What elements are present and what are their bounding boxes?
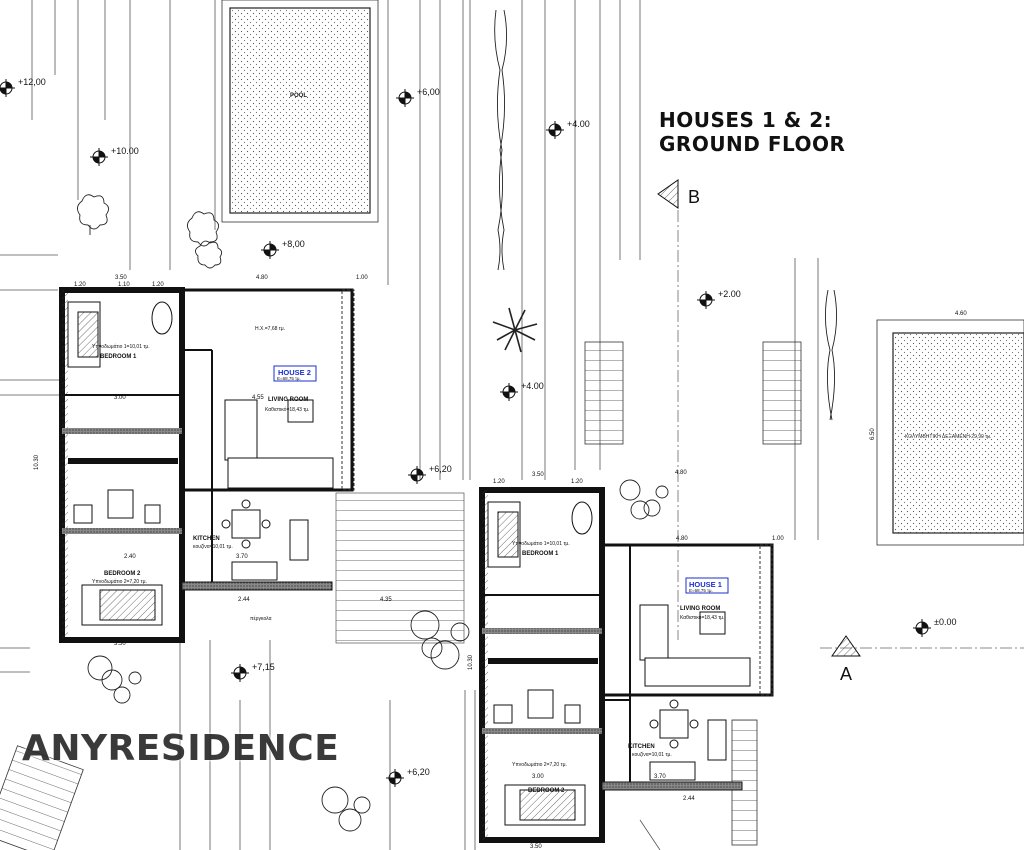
dim: 1.20 xyxy=(493,479,505,485)
dim: 4.35 xyxy=(380,597,392,603)
dim: 3.00 xyxy=(532,774,544,780)
dim: 2.44 xyxy=(683,796,695,802)
pool-label: POOL xyxy=(290,93,307,99)
dim: 1.20 xyxy=(571,479,583,485)
room-area-living: Καθιστικό=18,43 τμ. xyxy=(680,614,725,621)
room-area-living: Καθιστικό=18,43 τμ. xyxy=(265,406,310,413)
house-1-plan xyxy=(479,487,774,843)
dim: 3.50 xyxy=(115,275,127,281)
section-label-b: B xyxy=(688,187,700,207)
dim: 6.50 xyxy=(870,428,876,440)
dim: 1.00 xyxy=(356,275,368,281)
dim: 1.20 xyxy=(74,282,86,288)
level-label: +4.00 xyxy=(521,381,544,391)
level-marker: +4.00 xyxy=(500,381,544,401)
house-1-labels: HOUSE 1 E=68,75 τμ. BEDROOM 1 Υπνοδωμάτι… xyxy=(468,311,967,850)
room-area-hx: Η.Χ.=7,68 τμ. xyxy=(255,326,285,332)
dim: 1.10 xyxy=(118,282,130,288)
room-area-bedroom1: Υπνοδωμάτιο 1=10,01 τμ. xyxy=(92,343,150,350)
room-area-bedroom1: Υπνοδωμάτιο 1=10,01 τμ. xyxy=(512,540,570,547)
dim: 3.00 xyxy=(114,395,126,401)
level-marker: +12,00 xyxy=(0,77,46,97)
level-marker: +6,20 xyxy=(386,767,430,787)
level-marker: +2.00 xyxy=(697,289,741,309)
room-area-kitchen: κουζίνα=10,01 τμ. xyxy=(193,544,233,550)
house-2-badge: HOUSE 2 xyxy=(278,368,311,377)
dim: 2.44 xyxy=(238,597,250,603)
level-label: +2.00 xyxy=(718,289,741,299)
dim: 3.50 xyxy=(532,472,544,478)
room-area-bedroom2: Υπνοδωμάτιο 2=7,20 τμ. xyxy=(512,761,567,768)
level-marker: +6,00 xyxy=(396,87,440,107)
room-label-living: LIVING ROOM xyxy=(680,606,720,612)
section-marker-a: A xyxy=(831,635,861,684)
level-marker: +4.00 xyxy=(546,119,590,139)
house-1-area: E=68,75 τμ. xyxy=(689,588,713,593)
level-label: +4.00 xyxy=(567,119,590,129)
room-area-kitchen: κουζίνα=10,01 τμ. xyxy=(632,752,672,758)
room-label-bedroom1: BEDROOM 1 xyxy=(522,551,559,557)
drawing-title: HOUSES 1 & 2: GROUND FLOOR xyxy=(659,108,845,156)
dim: 3.70 xyxy=(236,554,248,560)
dim: 3.50 xyxy=(114,641,126,647)
title-line-2: GROUND FLOOR xyxy=(659,132,846,156)
level-label: +6,20 xyxy=(407,767,430,777)
dim: 1.00 xyxy=(772,536,784,542)
house-1-badge: HOUSE 1 xyxy=(689,580,722,589)
house-2-area: E=68,75 τμ. xyxy=(277,376,301,381)
stairs xyxy=(0,341,802,850)
watermark-logo: ANYRESIDENCE xyxy=(22,728,340,769)
dim: 3.70 xyxy=(654,774,666,780)
house-2-plan xyxy=(59,287,355,643)
section-label-a: A xyxy=(840,664,852,684)
level-label: +6,00 xyxy=(417,87,440,97)
pool-right-label: ΚΟΛΥΜΒΗΤΙΚΗ ΔΕΞΑΜΕΝΗ 29,90 τμ. xyxy=(905,434,991,440)
room-area-bedroom2: Υπνοδωμάτιο 2=7,20 τμ. xyxy=(92,578,147,585)
dim: 4.80 xyxy=(675,470,687,476)
dim: 4.80 xyxy=(676,536,688,542)
section-marker-b: B xyxy=(657,179,700,209)
level-markers: +12,00 +10.00 +6,00 +4.00 +8,00 +2.00 +4… xyxy=(0,77,956,787)
dim: 2.40 xyxy=(124,554,136,560)
level-marker: +7,15 xyxy=(231,662,275,682)
level-marker: +8,00 xyxy=(261,239,305,259)
level-label: +7,15 xyxy=(252,662,275,672)
room-label-living: LIVING ROOM xyxy=(268,397,308,403)
level-marker: ±0.00 xyxy=(913,617,956,637)
dim: 10.30 xyxy=(468,654,474,670)
dim: 1.20 xyxy=(152,282,164,288)
level-marker: +6,20 xyxy=(408,464,452,484)
house-2-labels: HOUSE 2 E=68,75 τμ. BEDROOM 1 Υπνοδωμάτι… xyxy=(34,275,392,647)
level-label: +6,20 xyxy=(429,464,452,474)
pool-top: POOL xyxy=(221,0,379,223)
dim: 4.55 xyxy=(252,395,264,401)
room-label-bedroom2: BEDROOM 2 xyxy=(528,788,565,794)
dim: 3.50 xyxy=(530,844,542,850)
dim: 10.30 xyxy=(34,454,40,470)
level-marker: +10.00 xyxy=(90,146,139,166)
level-label: ±0.00 xyxy=(934,617,956,627)
room-label-kitchen: KITCHEN xyxy=(628,744,655,750)
site-lines xyxy=(0,0,819,850)
room-label-kitchen: KITCHEN xyxy=(193,536,220,542)
title-line-1: HOUSES 1 & 2: xyxy=(659,108,833,132)
pool-right: ΚΟΛΥΜΒΗΤΙΚΗ ΔΕΞΑΜΕΝΗ 29,90 τμ. xyxy=(876,319,1024,546)
pergola-label: πέργκολα xyxy=(250,615,272,622)
level-label: +10.00 xyxy=(111,146,139,156)
level-label: +8,00 xyxy=(282,239,305,249)
level-label: +12,00 xyxy=(18,77,46,87)
dim: 4.60 xyxy=(955,311,967,317)
room-label-bedroom1: BEDROOM 1 xyxy=(100,354,137,360)
dim: 4.80 xyxy=(256,275,268,281)
trees xyxy=(77,9,837,832)
room-label-bedroom2: BEDROOM 2 xyxy=(104,571,141,577)
